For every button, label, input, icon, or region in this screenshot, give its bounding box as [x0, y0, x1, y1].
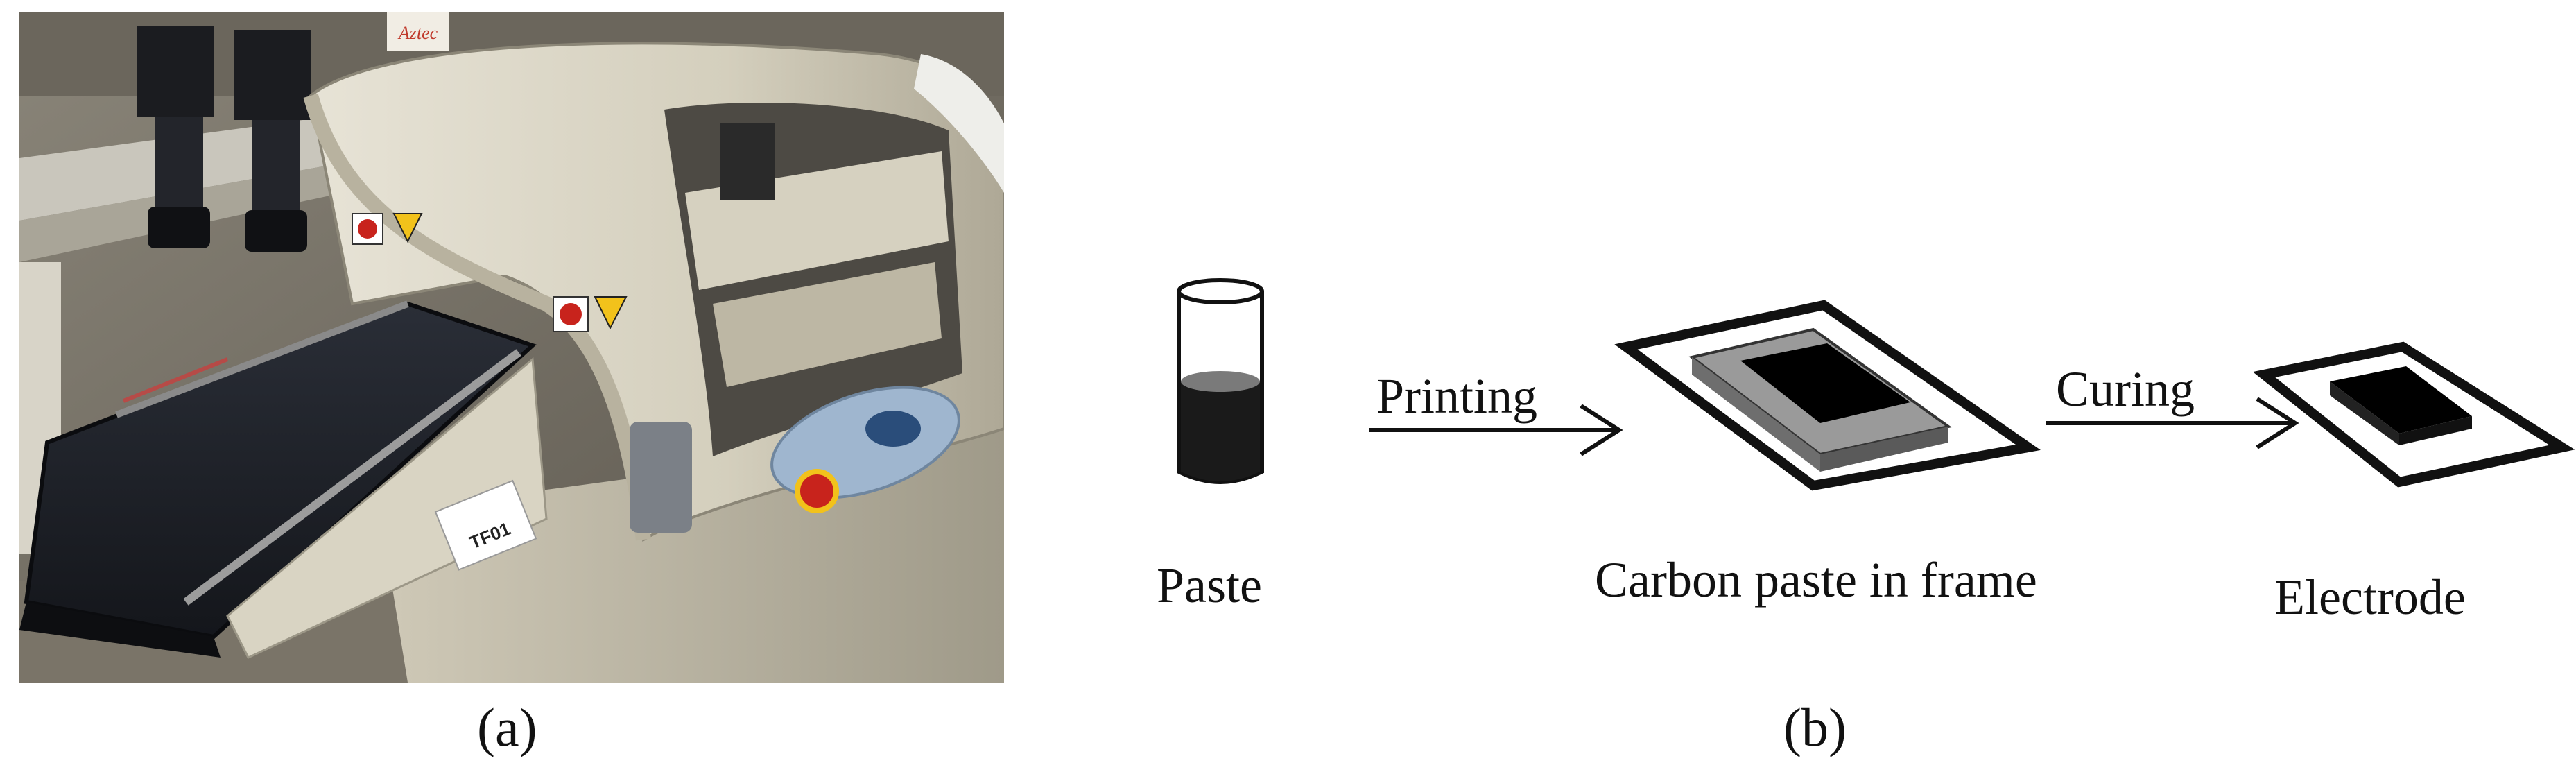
process-diagram [1177, 278, 2575, 491]
camera-right [234, 30, 311, 252]
printing-label: Printing [1376, 368, 1538, 424]
curing-label: Curing [2056, 361, 2195, 417]
paste-beaker-icon [1177, 278, 1264, 484]
screen-printer-photo: TF01 Aztec [19, 12, 1004, 683]
carbon-paste-in-frame-label: Carbon paste in frame [1595, 552, 2037, 608]
electrode-label: Electrode [2274, 569, 2466, 625]
paste-label: Paste [1157, 558, 1262, 613]
curing-arrow [2046, 397, 2299, 449]
panel-label-b: (b) [1783, 697, 1847, 757]
carbon-paste-frame-icon [1614, 300, 2041, 491]
emergency-stop-button [795, 469, 839, 513]
panel-label-a: (a) [477, 697, 537, 757]
camera-left [137, 26, 214, 248]
printing-arrow [1369, 404, 1623, 456]
brand-label: Aztec [397, 23, 438, 43]
electrode-icon [2252, 341, 2575, 488]
